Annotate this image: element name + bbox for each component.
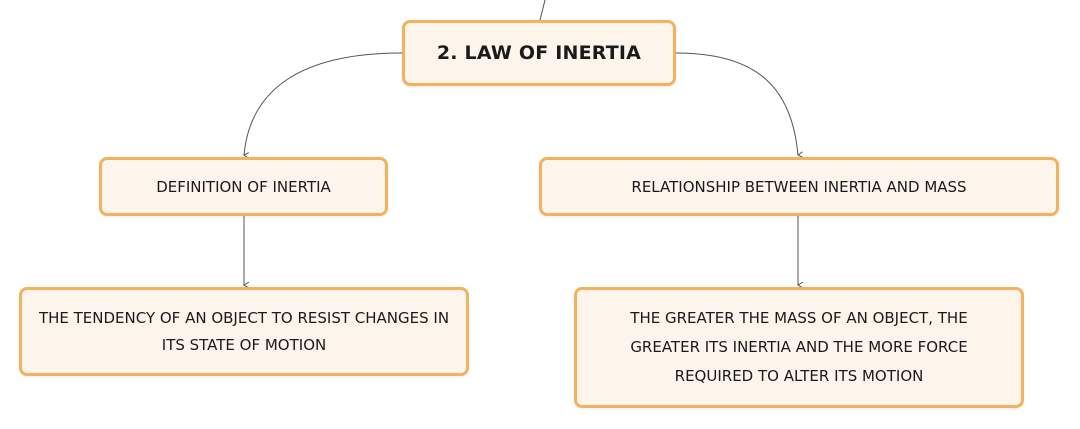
definition-detail-text: THE TENDENCY OF AN OBJECT TO RESIST CHAN… xyxy=(38,308,450,354)
root-node-label: 2. LAW OF INERTIA xyxy=(436,42,642,64)
relationship-detail-node[interactable]: THE GREATER THE MASS OF AN OBJECT, THE G… xyxy=(574,287,1024,408)
relationship-node-label: RELATIONSHIP BETWEEN INERTIA AND MASS xyxy=(631,177,967,196)
connector-root-to-definition xyxy=(244,52,403,155)
definition-node[interactable]: DEFINITION OF INERTIA xyxy=(99,157,388,216)
definition-detail-node[interactable]: THE TENDENCY OF AN OBJECT TO RESIST CHAN… xyxy=(19,287,469,376)
relationship-node[interactable]: RELATIONSHIP BETWEEN INERTIA AND MASS xyxy=(539,157,1059,216)
definition-node-label: DEFINITION OF INERTIA xyxy=(156,177,331,196)
relationship-detail-text: THE GREATER THE MASS OF AN OBJECT, THE G… xyxy=(630,309,968,385)
connector-root-to-relationship xyxy=(675,52,798,155)
root-node[interactable]: 2. LAW OF INERTIA xyxy=(402,20,676,86)
incoming-connector xyxy=(539,0,546,21)
